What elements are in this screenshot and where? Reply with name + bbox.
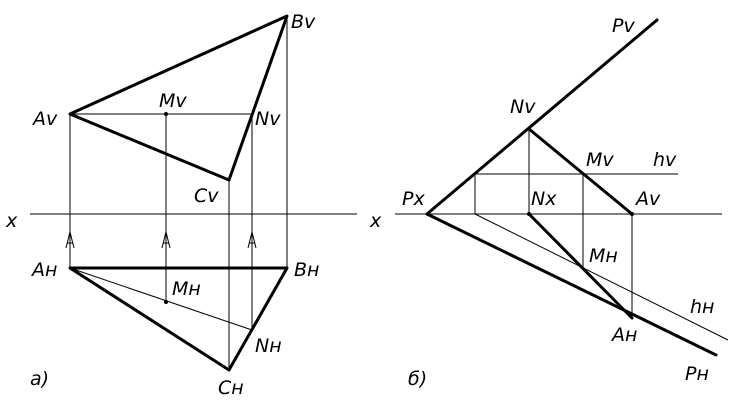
label-ah: Aн bbox=[30, 259, 57, 281]
label-hv: hv bbox=[653, 149, 677, 171]
triangle-horizontal-projection bbox=[68, 266, 289, 372]
arrow-icon bbox=[161, 231, 171, 249]
label-x-b: x bbox=[369, 210, 382, 232]
line-na-top bbox=[527, 212, 634, 320]
trace-pv bbox=[425, 18, 659, 216]
triangle-vertical-projection bbox=[68, 14, 289, 182]
diagram-a: x Bv Av Mv Nv Cv Aн Mн Bн Nн Cн a) bbox=[5, 11, 357, 399]
horizontal-line-top bbox=[69, 267, 253, 331]
label-x-a: x bbox=[5, 210, 18, 232]
label-nh: Nн bbox=[255, 335, 282, 357]
arrow-icon bbox=[65, 231, 75, 249]
label-bh: Bн bbox=[294, 259, 319, 281]
label-bv: Bv bbox=[291, 11, 316, 33]
label-mv: Mv bbox=[159, 90, 187, 112]
caption-a: a) bbox=[30, 368, 49, 390]
label-pv: Pv bbox=[612, 15, 635, 37]
caption-b: б) bbox=[408, 368, 427, 390]
label-mv-b: Mv bbox=[586, 149, 614, 171]
label-hh: hн bbox=[690, 296, 714, 318]
label-cv: Cv bbox=[194, 185, 219, 207]
label-mh-b: Mн bbox=[589, 245, 618, 267]
point-mh bbox=[164, 300, 168, 304]
label-ch: Cн bbox=[218, 377, 244, 399]
label-ph: Pн bbox=[685, 363, 709, 385]
label-px: Px bbox=[402, 188, 425, 210]
label-mh: Mн bbox=[172, 278, 201, 300]
point-mv bbox=[164, 112, 168, 116]
label-av-b: Av bbox=[634, 188, 661, 210]
diagram-b: x Pv Nv Mv hv Px Nx Av Mн hн Aн Pн б) bbox=[369, 15, 729, 390]
point-nx bbox=[527, 212, 531, 216]
horizontal-hh bbox=[474, 213, 729, 341]
label-nv-b: Nv bbox=[510, 96, 536, 118]
trace-ph bbox=[425, 212, 718, 357]
label-ah-b: Aн bbox=[610, 324, 637, 346]
label-av: Av bbox=[31, 108, 58, 130]
label-nx: Nx bbox=[531, 188, 557, 210]
label-nv: Nv bbox=[255, 108, 281, 130]
point-av bbox=[630, 212, 634, 216]
line-na-frontal bbox=[527, 127, 634, 216]
arrow-icon bbox=[247, 231, 257, 249]
